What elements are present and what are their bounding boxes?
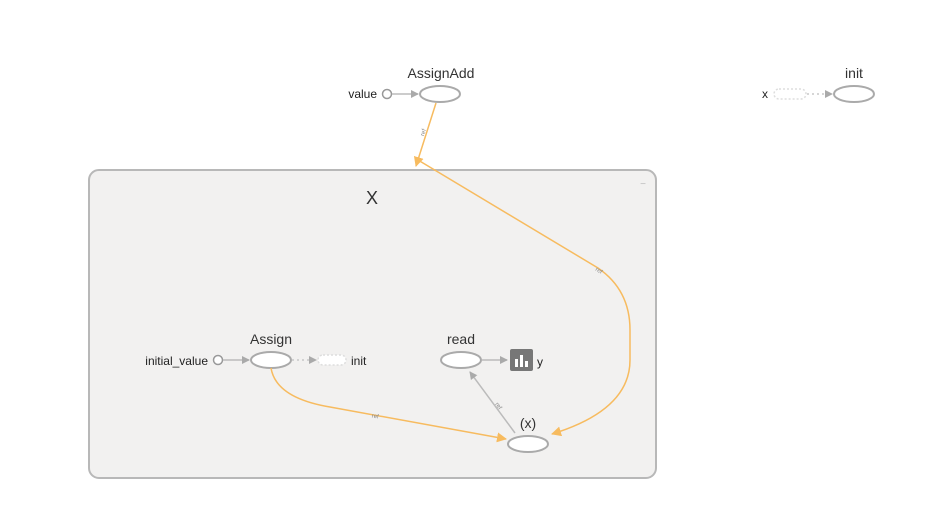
assign-label: Assign [250,331,292,347]
x-variable-label: (x) [520,415,536,431]
node-value-const[interactable]: value [348,87,393,101]
edge-long-ref [417,159,631,437]
edge-assignadd-ref-tag: ref [420,128,428,137]
node-x-variable[interactable]: (x) [507,415,549,453]
assign-init-ghost[interactable] [317,354,347,366]
read-ellipse[interactable] [440,351,482,369]
assignadd-label: AssignAdd [408,65,475,81]
assignadd-ellipse[interactable] [419,85,461,103]
read-label: read [447,331,475,347]
node-x-ref[interactable]: x [762,87,807,101]
x-ref-ghost[interactable] [773,88,807,100]
edge-long-ref-tag: ref [594,267,603,276]
edge-assignadd-ref [413,102,437,167]
node-summary-y[interactable]: y [510,349,543,371]
node-assign-init-ref[interactable]: init [317,354,367,368]
node-read[interactable]: read [440,331,482,369]
init-top-label: init [845,65,863,81]
value-const-circle[interactable] [381,88,393,100]
edge-assign-ref [270,367,507,443]
node-assignadd[interactable]: AssignAdd [408,65,475,103]
initial-value-label: initial_value [145,354,208,368]
node-initial-value[interactable]: initial_value [145,354,224,368]
scope-x[interactable]: X − [88,169,657,479]
init-top-ellipse[interactable] [833,85,875,103]
scope-x-title: X [366,188,378,208]
edge-x-to-read [469,371,516,434]
scope-x-box[interactable] [88,169,657,479]
edge-read-tag: ref [493,402,502,411]
initial-value-circle[interactable] [212,354,224,366]
x-ref-label: x [762,87,768,101]
x-variable-ellipse[interactable] [507,435,549,453]
bar-chart-icon[interactable] [510,349,533,371]
edge-assign-ref-tag: ref [371,414,379,421]
assign-ellipse[interactable] [250,351,292,369]
node-init-top[interactable]: init [833,65,875,103]
value-label: value [348,87,377,101]
summary-y-label: y [537,355,543,369]
scope-expand-icon[interactable]: − [640,179,646,190]
assign-init-label: init [351,354,367,368]
